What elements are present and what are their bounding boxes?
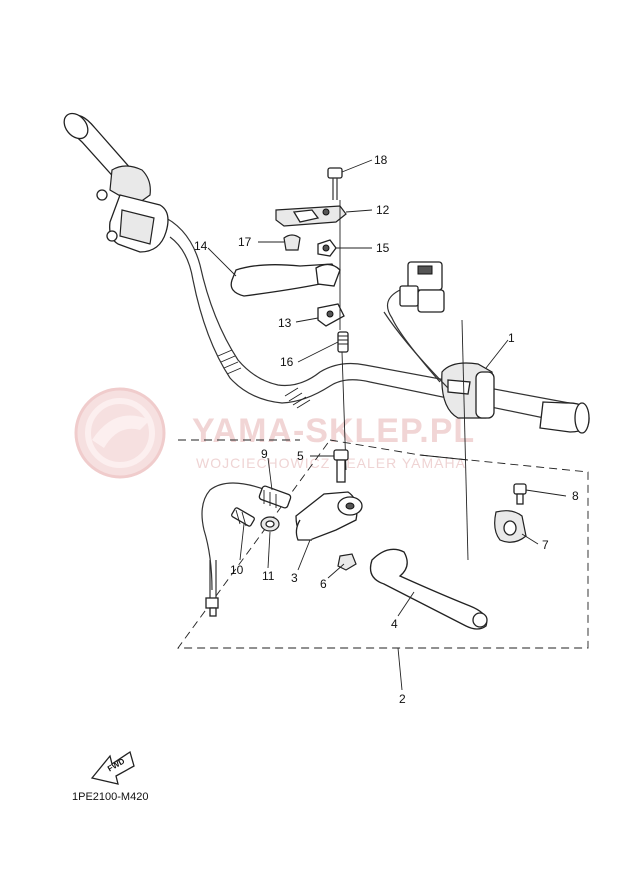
- watermark-brand: YAMA-SKLEP.PL: [192, 412, 475, 450]
- callout-5: 5: [297, 449, 304, 463]
- watermark-tagline: WOJCIECHOWICZ DEALER YAMAHA: [196, 455, 466, 471]
- handlebar-switch: [383, 289, 495, 419]
- lever-4: [369, 548, 488, 630]
- left-grip-assembly: [63, 112, 169, 253]
- lever-14: [230, 263, 341, 297]
- cable-assembly: [201, 482, 267, 617]
- lever-bracket-12: [275, 205, 347, 227]
- callout-11: 11: [262, 569, 275, 583]
- switch-connectors: [399, 261, 445, 313]
- bolt-16: [337, 331, 349, 353]
- adjuster-9: [258, 485, 292, 509]
- callout-4: 4: [391, 617, 398, 631]
- callout-2: 2: [399, 692, 406, 706]
- nut-15: [317, 239, 337, 257]
- locknut-11: [260, 516, 280, 532]
- callout-18: 18: [374, 153, 388, 167]
- callout-12: 12: [376, 203, 390, 217]
- diagram-code: 1PE2100-M420: [72, 791, 148, 803]
- callout-6: 6: [320, 577, 327, 591]
- watermark-logo: [74, 387, 166, 479]
- callout-3: 3: [291, 571, 298, 585]
- leader-lines: [207, 159, 567, 691]
- callout-9: 9: [261, 447, 268, 461]
- lever-holder-3: [295, 491, 363, 541]
- bolt-8: [513, 483, 527, 505]
- callout-15: 15: [376, 241, 390, 255]
- callout-13: 13: [278, 316, 292, 330]
- callout-10: 10: [230, 563, 244, 577]
- callout-8: 8: [572, 489, 579, 503]
- callout-14: 14: [194, 239, 208, 253]
- subassembly-outline: [177, 439, 589, 649]
- bolt-5: [333, 449, 349, 483]
- handlebar: [159, 214, 590, 434]
- clamp-7: [494, 510, 527, 543]
- callout-17: 17: [238, 235, 252, 249]
- callout-16: 16: [280, 355, 294, 369]
- screw-10: [231, 507, 255, 527]
- bolt-18: [327, 167, 343, 200]
- callout-7: 7: [542, 538, 549, 552]
- cap-17: [283, 234, 301, 251]
- fwd-arrow-icon: FWD: [90, 750, 135, 785]
- nut-6: [337, 553, 357, 571]
- callout-1: 1: [508, 331, 515, 345]
